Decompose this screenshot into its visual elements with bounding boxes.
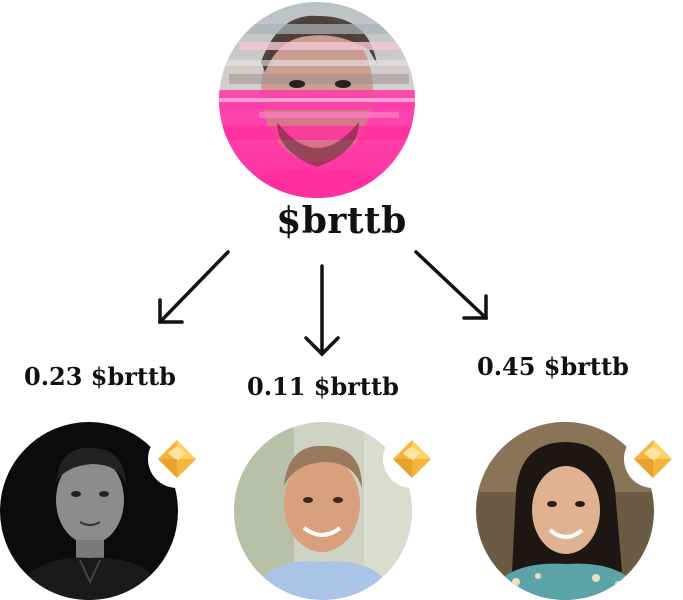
arrow-middle [304,264,340,357]
split-amount-2: 0.11 $brttb [247,372,399,401]
avatar [476,422,654,600]
glitch-portrait-avatar [219,2,415,198]
avatar [234,422,412,600]
recipient-avatar-2[interactable] [234,422,412,600]
diamond-badge-icon [148,430,206,488]
recipient-avatar-3[interactable] [476,422,654,600]
arrow-right [414,250,488,320]
split-amount-3: 0.45 $brttb [477,352,629,381]
creator-avatar[interactable] [219,2,415,198]
creator-handle: $brttb [276,200,407,242]
diamond-badge-icon [624,430,682,488]
diamond-badge-icon [383,430,441,488]
arrow-left [158,250,230,324]
split-amount-1: 0.23 $brttb [24,362,176,391]
